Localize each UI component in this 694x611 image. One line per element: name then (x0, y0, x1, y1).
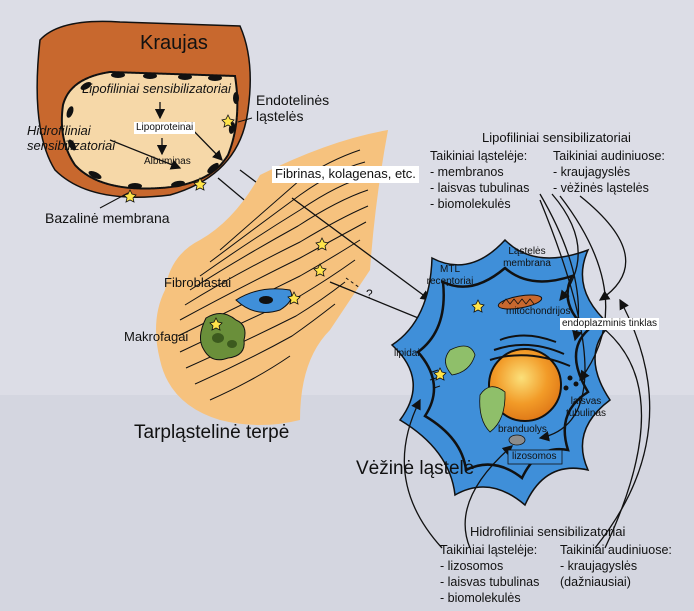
fibroblasts-label: Fibroblastai (164, 276, 231, 291)
lipophilic-label-blood: Lipofiliniai sensibilizatoriai (82, 82, 231, 97)
list-item: - membranos (430, 164, 529, 180)
fibers-label: Fibrinas, kolagenas, etc. (272, 166, 419, 183)
lysosomes-label: lizosomos (512, 451, 556, 463)
hydrophilic-label-blood: Hidrofiliniai sensibilizatoriai (27, 124, 147, 154)
lipophilic-tissue-header: Taikiniai audiniuose: (553, 148, 665, 164)
albumins-label: Albuminas (144, 156, 191, 168)
list-item: - kraujagyslės (560, 558, 672, 574)
list-item: (dažniausiai) (560, 574, 672, 590)
lipophilic-targets-title: Lipofiliniai sensibilizatoriai (482, 131, 631, 146)
list-item: - laisvas tubulinas (440, 574, 539, 590)
cell-membrane-label: Ląstelės membrana (500, 246, 554, 269)
hydrophilic-tissue-header: Taikiniai audiniuose: (560, 542, 672, 558)
hydrophilic-targets-title: Hidrofiliniai sensibilizatoriai (470, 525, 625, 540)
endothelial-label: Endotelinės ląstelės (256, 92, 336, 124)
ldl-receptors-label: MTL receptoriai (422, 264, 478, 287)
macrophages-label: Makrofagai (124, 330, 188, 345)
hydrophilic-cell-targets: Taikiniai ląstelėje: - lizosomos - laisv… (440, 542, 539, 606)
cancer-cell-title: Vėžinė ląstelė (356, 458, 474, 480)
lipophilic-tissue-targets: Taikiniai audiniuose: - kraujagyslės - v… (553, 148, 665, 196)
hydrophilic-cell-header: Taikiniai ląstelėje: (440, 542, 539, 558)
interstitium-title: Tarpląstelinė terpė (134, 422, 289, 444)
lipophilic-cell-targets: Taikiniai ląstelėje: - membranos - laisv… (430, 148, 529, 212)
hydrophilic-tissue-targets: Taikiniai audiniuose: - kraujagyslės (da… (560, 542, 672, 590)
lipids-label: lipidai (394, 348, 420, 360)
mitochondria-label: mitochondrijos (506, 306, 570, 318)
nucleus-label: branduolys (498, 424, 547, 436)
list-item: - biomolekulės (440, 590, 539, 606)
er-label: endoplazminis tinklas (560, 318, 659, 330)
blood-title: Kraujas (140, 32, 208, 55)
list-item: - vėžinės ląstelės (553, 180, 665, 196)
free-tubulin-label: laisvas tubulinas (566, 396, 606, 419)
list-item: - kraujagyslės (553, 164, 665, 180)
list-item: - laisvas tubulinas (430, 180, 529, 196)
question-mark: ? (366, 288, 373, 302)
lipophilic-cell-header: Taikiniai ląstelėje: (430, 148, 529, 164)
list-item: - biomolekulės (430, 196, 529, 212)
basal-membrane-label: Bazalinė membrana (45, 210, 170, 226)
list-item: - lizosomos (440, 558, 539, 574)
